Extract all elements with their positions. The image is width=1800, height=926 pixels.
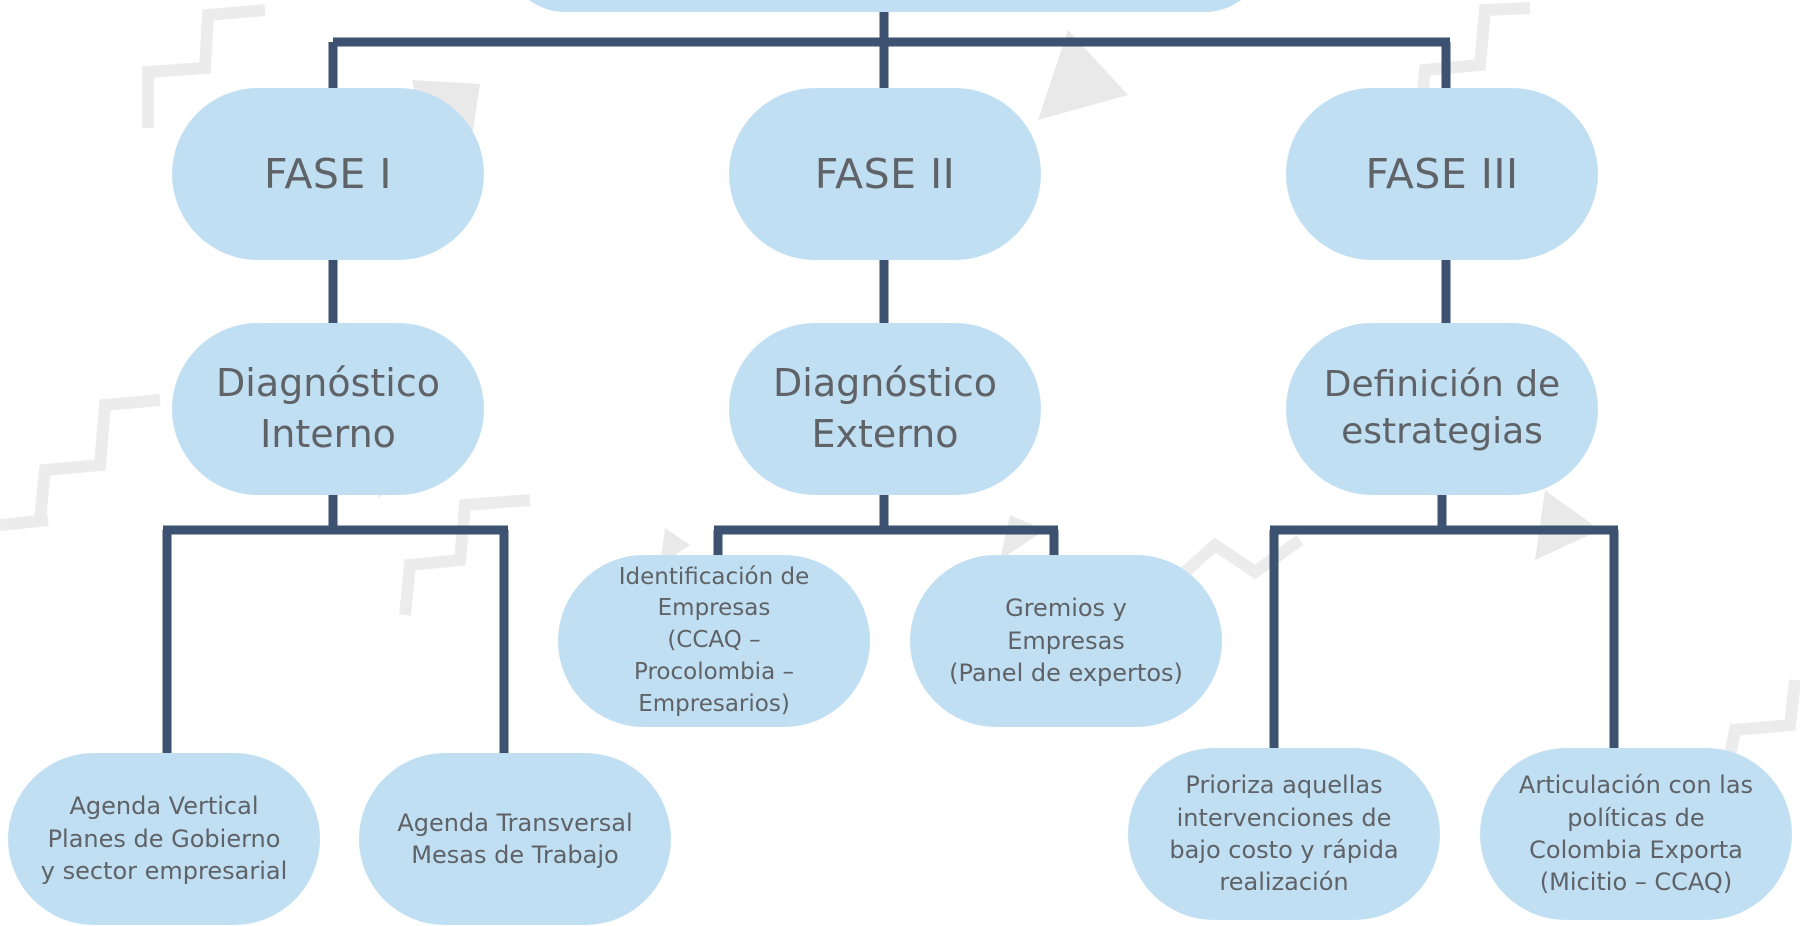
diagnostic-node: Diagnóstico Interno [172,323,484,495]
leaf-node: Agenda Transversal Mesas de Trabajo [359,753,671,925]
phase-node: FASE III [1286,88,1598,260]
deco-stairs [399,494,531,616]
deco-triangle [1038,30,1128,120]
leaf-node: Gremios y Empresas (Panel de expertos) [910,555,1222,727]
phase-node: FASE I [172,88,484,260]
deco-triangle [1535,490,1600,560]
deco-stairs [0,514,49,531]
deco-stairs [142,4,266,128]
deco-stairs [34,394,161,521]
phase-node: FASE II [729,88,1041,260]
leaf-node: Prioriza aquellas intervenciones de bajo… [1128,748,1440,920]
deco-stairs [1414,2,1531,121]
leaf-node: Articulación con las políticas de Colomb… [1480,748,1792,920]
diagnostic-node: Diagnóstico Externo [729,323,1041,495]
leaf-node: Agenda Vertical Planes de Gobierno y sec… [8,753,320,925]
leaf-node: Identificación de Empresas (CCAQ – Proco… [558,555,870,727]
diagnostic-node: Definición de estrategias [1286,323,1598,495]
root-node [505,0,1265,12]
